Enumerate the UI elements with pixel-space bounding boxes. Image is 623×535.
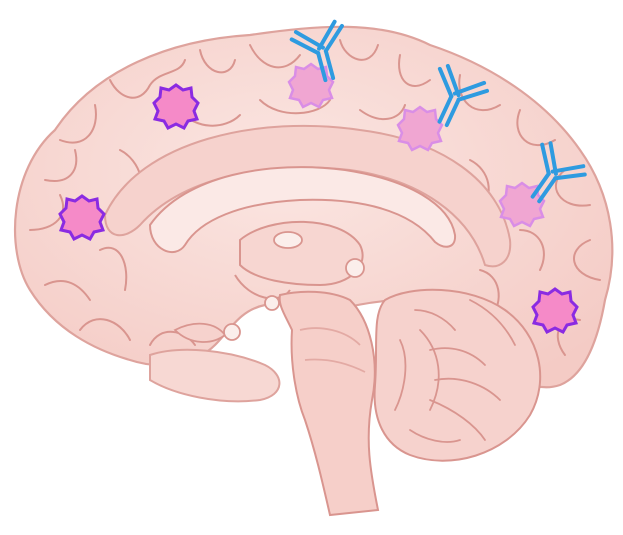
plaque-occipital-lower [533, 289, 577, 332]
interthalamic-adhesion [274, 232, 302, 248]
plaque-frontal-upper [154, 85, 198, 128]
thalamus [240, 222, 363, 285]
brainstem [280, 292, 378, 515]
pineal-body [346, 259, 364, 277]
pituitary-gland [224, 324, 240, 340]
temporal-lobe [150, 350, 279, 402]
plaque-frontal-lower [60, 196, 104, 239]
mammillary-body [265, 296, 279, 310]
